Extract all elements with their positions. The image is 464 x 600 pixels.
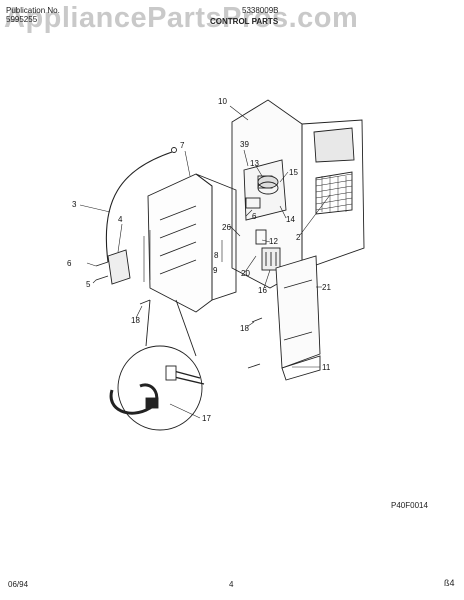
capacitor xyxy=(257,175,279,195)
revision-date: 06/94 xyxy=(8,580,29,589)
detail-circle xyxy=(109,299,205,431)
callout-14: 14 xyxy=(286,215,295,224)
section-title: CONTROL PARTS xyxy=(210,17,279,26)
relay-bracket xyxy=(243,159,287,245)
callout-15: 15 xyxy=(289,168,298,177)
callout-9: 9 xyxy=(213,266,218,275)
terminal-block xyxy=(261,247,281,271)
corner-mark: ß4 xyxy=(444,578,455,588)
page-number: 4 xyxy=(229,580,234,589)
callout-10: 10 xyxy=(218,97,227,106)
callout-6-b: 6 xyxy=(67,259,72,268)
callout-12: 12 xyxy=(269,237,278,246)
callout-4: 4 xyxy=(118,215,123,224)
front-cover xyxy=(275,255,321,369)
callout-18-b: 18 xyxy=(240,324,249,333)
callout-13: 13 xyxy=(250,159,259,168)
callout-labels: 10 7 39 13 15 3 4 6 14 2 26 12 8 6 9 20 … xyxy=(67,97,331,423)
leader-lines xyxy=(79,105,331,419)
callout-2: 2 xyxy=(296,233,301,242)
callout-16: 16 xyxy=(258,286,267,295)
callout-7: 7 xyxy=(180,141,185,150)
callout-8: 8 xyxy=(214,251,219,260)
bottom-bracket xyxy=(281,355,321,381)
screws xyxy=(95,261,263,369)
strain-relief xyxy=(107,249,131,285)
callout-6: 6 xyxy=(252,212,257,221)
callout-18: 18 xyxy=(131,316,140,325)
drawing-number: P40F0014 xyxy=(391,501,428,510)
callout-11: 11 xyxy=(322,363,331,372)
callout-26: 26 xyxy=(222,223,231,232)
callout-5: 5 xyxy=(86,280,91,289)
power-cord xyxy=(105,147,177,263)
callout-21: 21 xyxy=(322,283,331,292)
publication-label: Publication No. xyxy=(6,6,60,15)
callout-39: 39 xyxy=(240,140,249,149)
model-number: 5338009B xyxy=(242,6,279,15)
control-box xyxy=(143,173,237,313)
callout-17: 17 xyxy=(202,414,211,423)
publication-number: 5995255 xyxy=(6,15,38,24)
watermark: AppliancePartsPros.com xyxy=(4,2,359,34)
callout-20: 20 xyxy=(241,269,250,278)
callout-3: 3 xyxy=(72,200,77,209)
